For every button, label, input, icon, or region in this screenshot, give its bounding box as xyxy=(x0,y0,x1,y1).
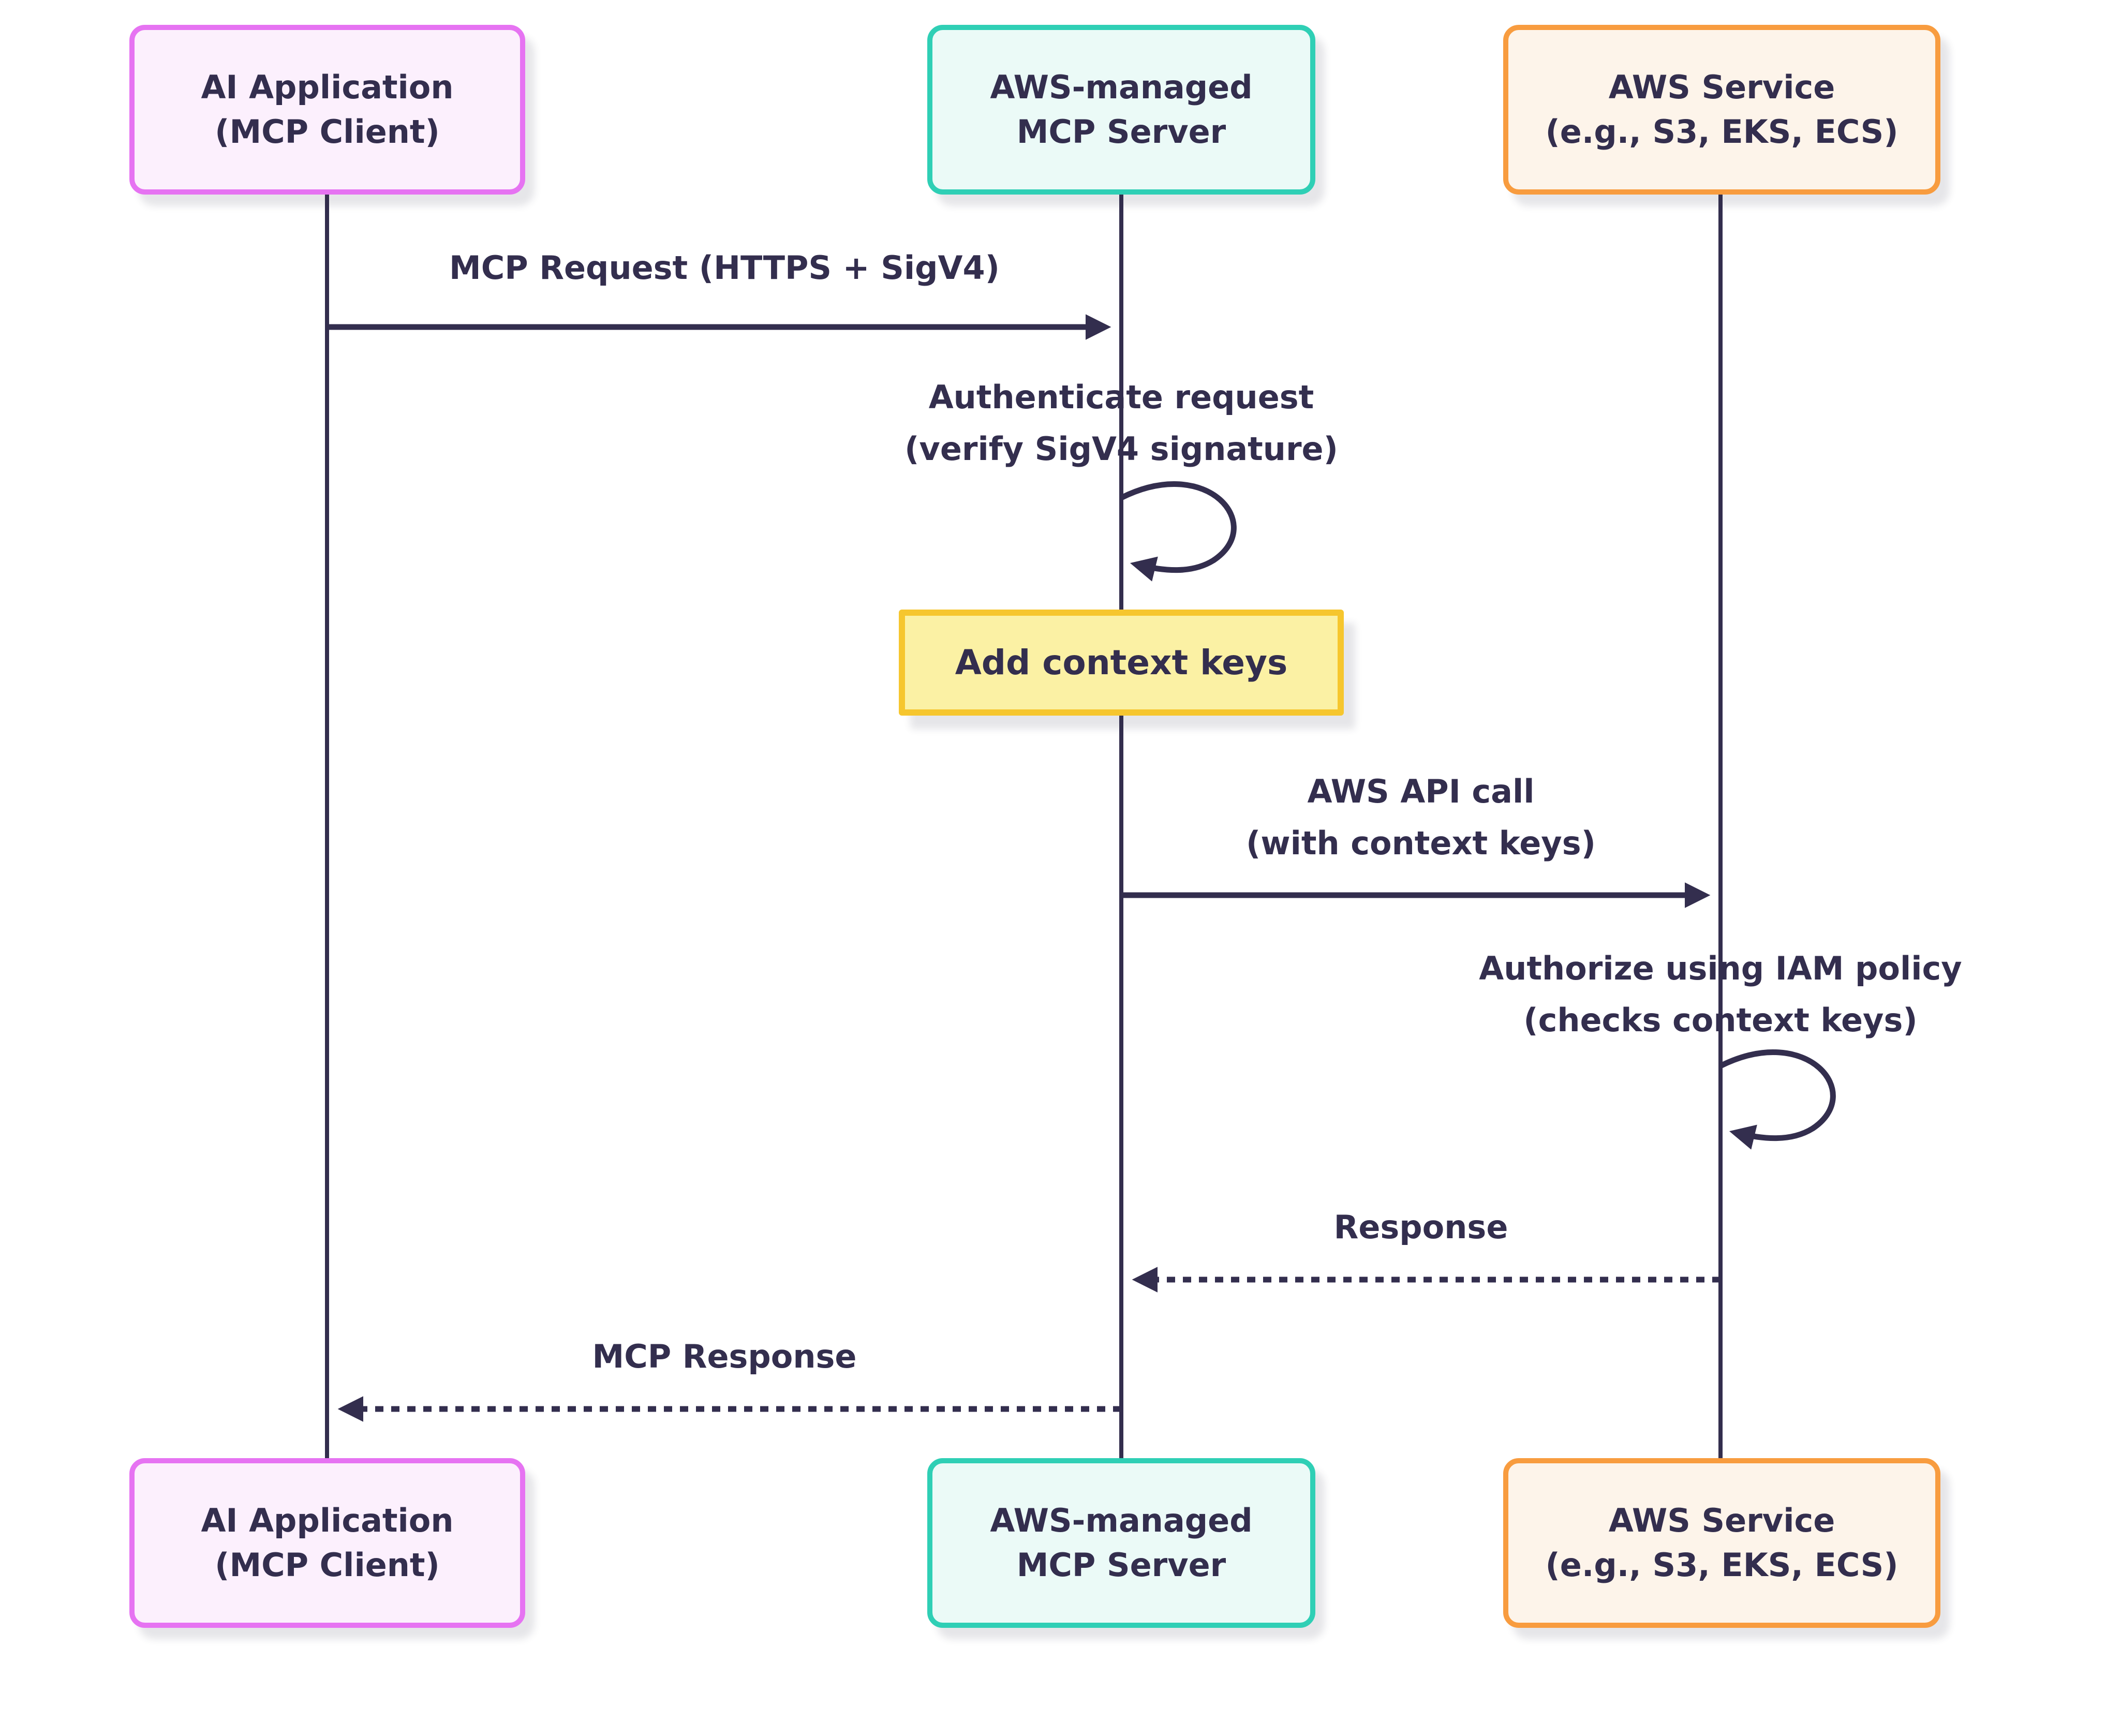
actor-label-line2: (MCP Client) xyxy=(215,1546,440,1584)
actor-label-line2: MCP Server xyxy=(1016,113,1226,151)
label-response: Response xyxy=(1333,1208,1508,1246)
actor-ai-application-bottom: AI Application (MCP Client) xyxy=(129,1458,525,1628)
actor-aws-service-top: AWS Service (e.g., S3, EKS, ECS) xyxy=(1503,25,1940,195)
actor-mcp-server-bottom: AWS-managed MCP Server xyxy=(927,1458,1315,1628)
actor-label-line1: AWS Service xyxy=(1608,1502,1835,1539)
note-add-context-keys: Add context keys xyxy=(899,610,1344,716)
actor-label-line2: (e.g., S3, EKS, ECS) xyxy=(1545,113,1899,151)
actor-label-line2: (e.g., S3, EKS, ECS) xyxy=(1545,1546,1899,1584)
actor-label-line1: AWS-managed xyxy=(990,68,1253,106)
actor-label-line2: (MCP Client) xyxy=(215,113,440,151)
label-mcp-response: MCP Response xyxy=(592,1338,857,1375)
label-mcp-request: MCP Request (HTTPS + SigV4) xyxy=(449,249,1000,287)
arrow-authenticate-self-loop xyxy=(1120,481,1237,582)
arrow-authorize-self-loop xyxy=(1719,1049,1836,1150)
label-authenticate: Authenticate request (verify SigV4 signa… xyxy=(904,378,1338,468)
actor-mcp-server-top: AWS-managed MCP Server xyxy=(927,25,1315,195)
actor-label-line1: AWS Service xyxy=(1608,68,1835,106)
actor-label-line1: AWS-managed xyxy=(990,1502,1253,1539)
label-aws-api-call: AWS API call (with context keys) xyxy=(1246,773,1596,862)
actor-ai-application-top: AI Application (MCP Client) xyxy=(129,25,525,195)
label-authorize: Authorize using IAM policy (checks conte… xyxy=(1479,949,1962,1039)
actor-label-line1: AI Application xyxy=(201,68,454,106)
actor-label-line1: AI Application xyxy=(201,1502,454,1539)
actor-aws-service-bottom: AWS Service (e.g., S3, EKS, ECS) xyxy=(1503,1458,1940,1628)
actor-label-line2: MCP Server xyxy=(1016,1546,1226,1584)
